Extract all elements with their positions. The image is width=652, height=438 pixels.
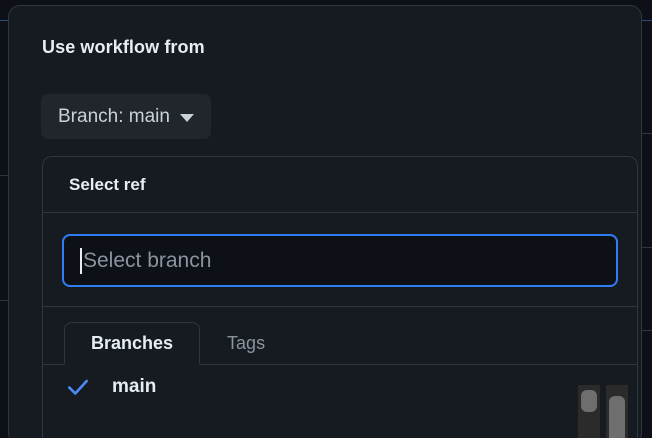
tabs-underline xyxy=(43,364,637,365)
page-rule-left-1 xyxy=(0,175,10,176)
run-workflow-dialog: Use workflow from Branch: main Select re… xyxy=(8,5,642,438)
ref-tabs: Branches Tags xyxy=(43,307,637,365)
branch-selector-label: Branch: main xyxy=(58,105,170,127)
page-rule-accent-right xyxy=(640,20,652,21)
page-rule-right-1 xyxy=(640,133,652,134)
page-background-right xyxy=(640,0,652,438)
branch-selector-button[interactable]: Branch: main xyxy=(41,94,211,139)
chevron-down-icon xyxy=(179,114,194,122)
branch-list-scrollbar-thumb[interactable] xyxy=(581,390,597,412)
dialog-title: Use workflow from xyxy=(42,37,205,57)
text-caret xyxy=(80,247,82,274)
list-item-label: main xyxy=(112,376,157,397)
branch-list-scrollbar[interactable] xyxy=(578,385,600,438)
select-ref-header: Select ref xyxy=(43,157,637,213)
page-rule-accent-left xyxy=(0,20,10,21)
page-background-left xyxy=(0,0,10,438)
tab-branches-label: Branches xyxy=(91,333,174,353)
tab-tags-label: Tags xyxy=(227,333,266,353)
tab-tags[interactable]: Tags xyxy=(200,322,292,365)
tab-branches[interactable]: Branches xyxy=(64,322,201,365)
branch-list: main xyxy=(43,365,637,409)
branch-search-placeholder: Select branch xyxy=(83,248,212,272)
page-rule-right-3 xyxy=(640,330,652,331)
check-icon xyxy=(65,374,99,400)
page-scrollbar-thumb[interactable] xyxy=(609,396,625,438)
list-item[interactable]: main xyxy=(43,365,637,409)
page-rule-left-2 xyxy=(0,300,10,301)
select-ref-search-row: Select branch xyxy=(43,213,637,307)
page-scrollbar[interactable] xyxy=(606,385,628,438)
branch-search-input[interactable]: Select branch xyxy=(62,234,618,287)
select-ref-panel: Select ref Select branch Branches Tags xyxy=(42,156,638,438)
select-ref-title: Select ref xyxy=(69,174,146,194)
page-rule-right-2 xyxy=(640,247,652,248)
